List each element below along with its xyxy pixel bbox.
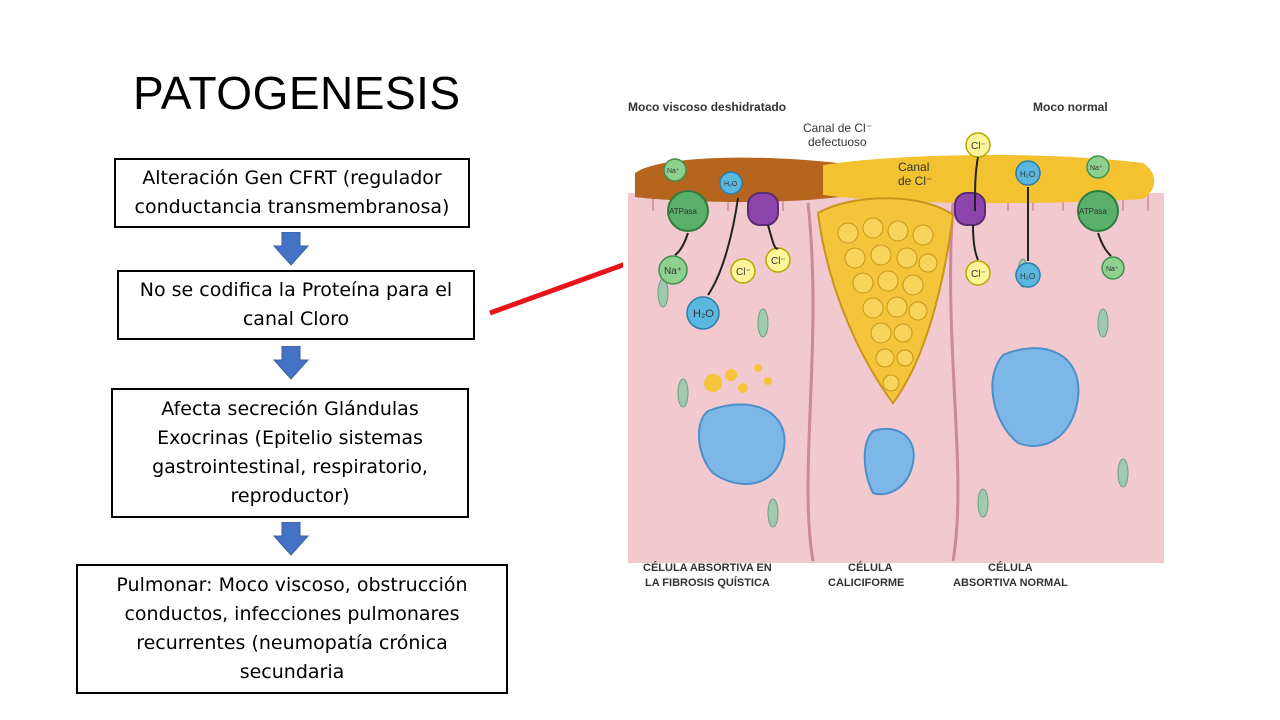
label-cf-cell-line2: LA FIBROSIS QUÍSTICA — [645, 576, 770, 589]
down-arrow-icon — [273, 522, 309, 556]
label-normal-mucus: Moco normal — [1033, 100, 1108, 114]
slide-title: PATOGENESIS — [133, 67, 461, 119]
flow-step-line: Afecta secreción Glándulas — [161, 398, 419, 420]
flow-step-line: conductancia transmembranosa) — [134, 196, 450, 218]
flow-step-line: conductos, infecciones pulmonares — [124, 603, 460, 625]
label-channel-line2: de Cl⁻ — [898, 174, 932, 188]
flow-step-line: Exocrinas (Epitelio sistemas — [157, 427, 423, 449]
label-defective-channel-line1: Canal de Cl⁻ — [803, 121, 872, 135]
label-cf-cell-line1: CÉLULA ABSORTIVA EN — [643, 561, 772, 574]
flow-step-line: recurrentes (neumopatía crónica — [136, 632, 448, 654]
atpase-label: ATPasa — [1079, 207, 1107, 216]
atpase-label: ATPasa — [669, 207, 697, 216]
epithelium-illustration: Moco viscoso deshidratado Moco normal Ca… — [623, 93, 1169, 603]
ion-cl-label: Cl⁻ — [971, 141, 986, 152]
flow-step-line: secundaria — [239, 661, 345, 683]
label-dehydrated-mucus: Moco viscoso deshidratado — [628, 100, 786, 114]
label-channel-line1: Canal — [898, 160, 929, 174]
flow-step-line: No se codifica la Proteína para el — [139, 279, 453, 301]
flow-step-pulmonary: Pulmonar: Moco viscoso, obstrucción cond… — [76, 564, 508, 694]
down-arrow-icon — [273, 232, 309, 266]
flow-step-line: canal Cloro — [242, 308, 350, 330]
ion-h2o-label: H₂O — [693, 308, 714, 320]
flow-step-line: Alteración Gen CFRT (regulador — [142, 167, 442, 189]
flow-step-line: Pulmonar: Moco viscoso, obstrucción — [116, 574, 468, 596]
ion-h2o-label: H₂O — [1020, 272, 1035, 281]
label-goblet-cell-line1: CÉLULA — [848, 561, 893, 574]
ion-na-label: Na⁺ — [1106, 266, 1119, 273]
flow-step-gene-alteration: Alteración Gen CFRT (regulador conductan… — [114, 158, 470, 228]
ion-cl-label: Cl⁻ — [736, 267, 751, 278]
down-arrow-icon — [273, 346, 309, 380]
ion-na-label: Na⁺ — [1090, 165, 1103, 172]
label-normal-cell-line1: CÉLULA — [988, 561, 1033, 574]
ion-h2o-label: H₂O — [1020, 170, 1035, 179]
flow-step-line: gastrointestinal, respiratorio, — [152, 456, 428, 478]
label-normal-cell-line2: ABSORTIVA NORMAL — [953, 577, 1068, 589]
ion-h2o-label: H₂O — [724, 181, 738, 188]
label-goblet-cell-line2: CALICIFORME — [828, 577, 904, 589]
label-defective-channel-line2: defectuoso — [808, 135, 867, 149]
ion-na-label: Na⁺ — [664, 266, 682, 277]
flow-step-protein-not-coded: No se codifica la Proteína para el canal… — [117, 270, 475, 340]
ion-cl-label: Cl⁻ — [971, 269, 986, 280]
ion-cl-label: Cl⁻ — [771, 256, 786, 267]
flow-step-line: reproductor) — [230, 485, 350, 507]
flow-step-exocrine-glands: Afecta secreción Glándulas Exocrinas (Ep… — [111, 388, 469, 518]
ion-na-label: Na⁺ — [667, 168, 680, 175]
